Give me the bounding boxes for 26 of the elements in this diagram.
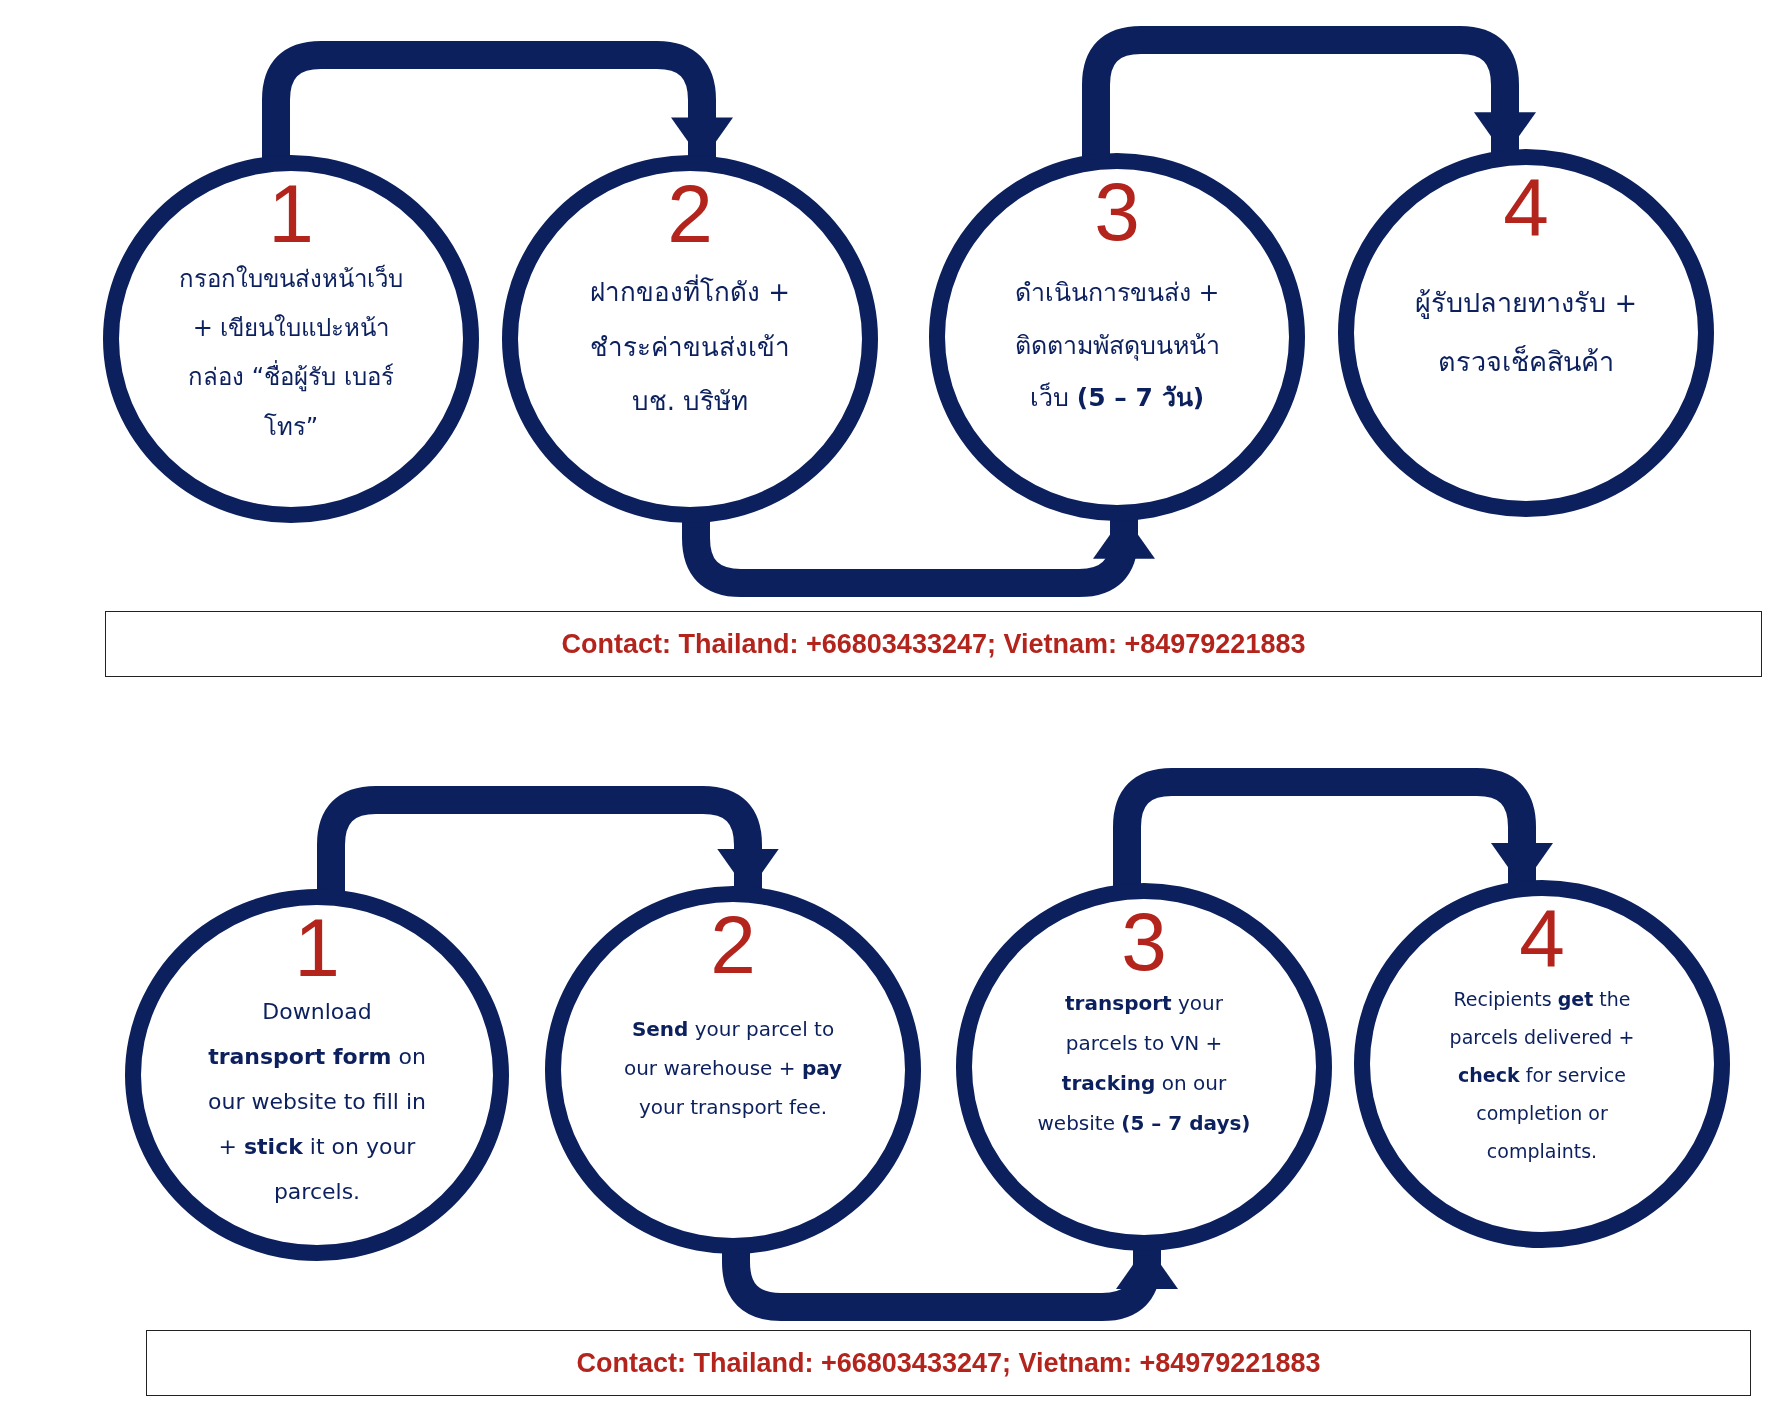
step-text: ดำเนินการขนส่ง + ติดตามพัสดุบนหน้าเว็บ (5 – 7 วัน) <box>1013 277 1221 414</box>
contact-banner: Contact: Thailand: +66803433247; Vietnam: +84979221883 <box>105 611 1762 677</box>
step-circle <box>929 153 1305 521</box>
step-circle <box>1338 149 1714 517</box>
step-text: ฝากของที่โกดัง + ชำระค่าขนส่งเข้าบช. บริษัท <box>576 265 804 429</box>
step-text: transport your parcels to VN + tracking on our website (5 – 7 days) <box>1036 990 1252 1137</box>
step-circle <box>545 886 921 1254</box>
step-number: 4 <box>1519 898 1565 980</box>
step-number: 4 <box>1503 167 1549 249</box>
step-number: 3 <box>1121 901 1167 983</box>
step-text: ผู้รับปลายทางรับ + ตรวจเช็คสินค้า <box>1413 286 1639 380</box>
step-circle <box>956 883 1332 1251</box>
step-circle <box>125 889 509 1261</box>
step-number: 3 <box>1094 171 1140 253</box>
step-circle <box>1354 880 1730 1248</box>
step-number: 1 <box>268 173 314 255</box>
step-text: Send your parcel to our warehouse + pay your transport fee. <box>622 1016 844 1121</box>
step-number: 2 <box>667 173 713 255</box>
step-circle <box>502 155 878 523</box>
step-text: Download transport form on our website to fill in + stick it on your parcels. <box>207 998 427 1207</box>
step-circle <box>103 155 479 523</box>
step-number: 1 <box>294 907 340 989</box>
step-text: Recipients get the parcels delivered + check for service completion or complaints. <box>1448 987 1636 1164</box>
contact-banner: Contact: Thailand: +66803433247; Vietnam: +84979221883 <box>146 1330 1751 1396</box>
step-text: กรอกใบขนส่งหน้าเว็บ + เขียนใบแปะหน้ากล่อง “ชื่อผู้รับ เบอร์โทร” <box>178 263 404 443</box>
step-number: 2 <box>710 904 756 986</box>
